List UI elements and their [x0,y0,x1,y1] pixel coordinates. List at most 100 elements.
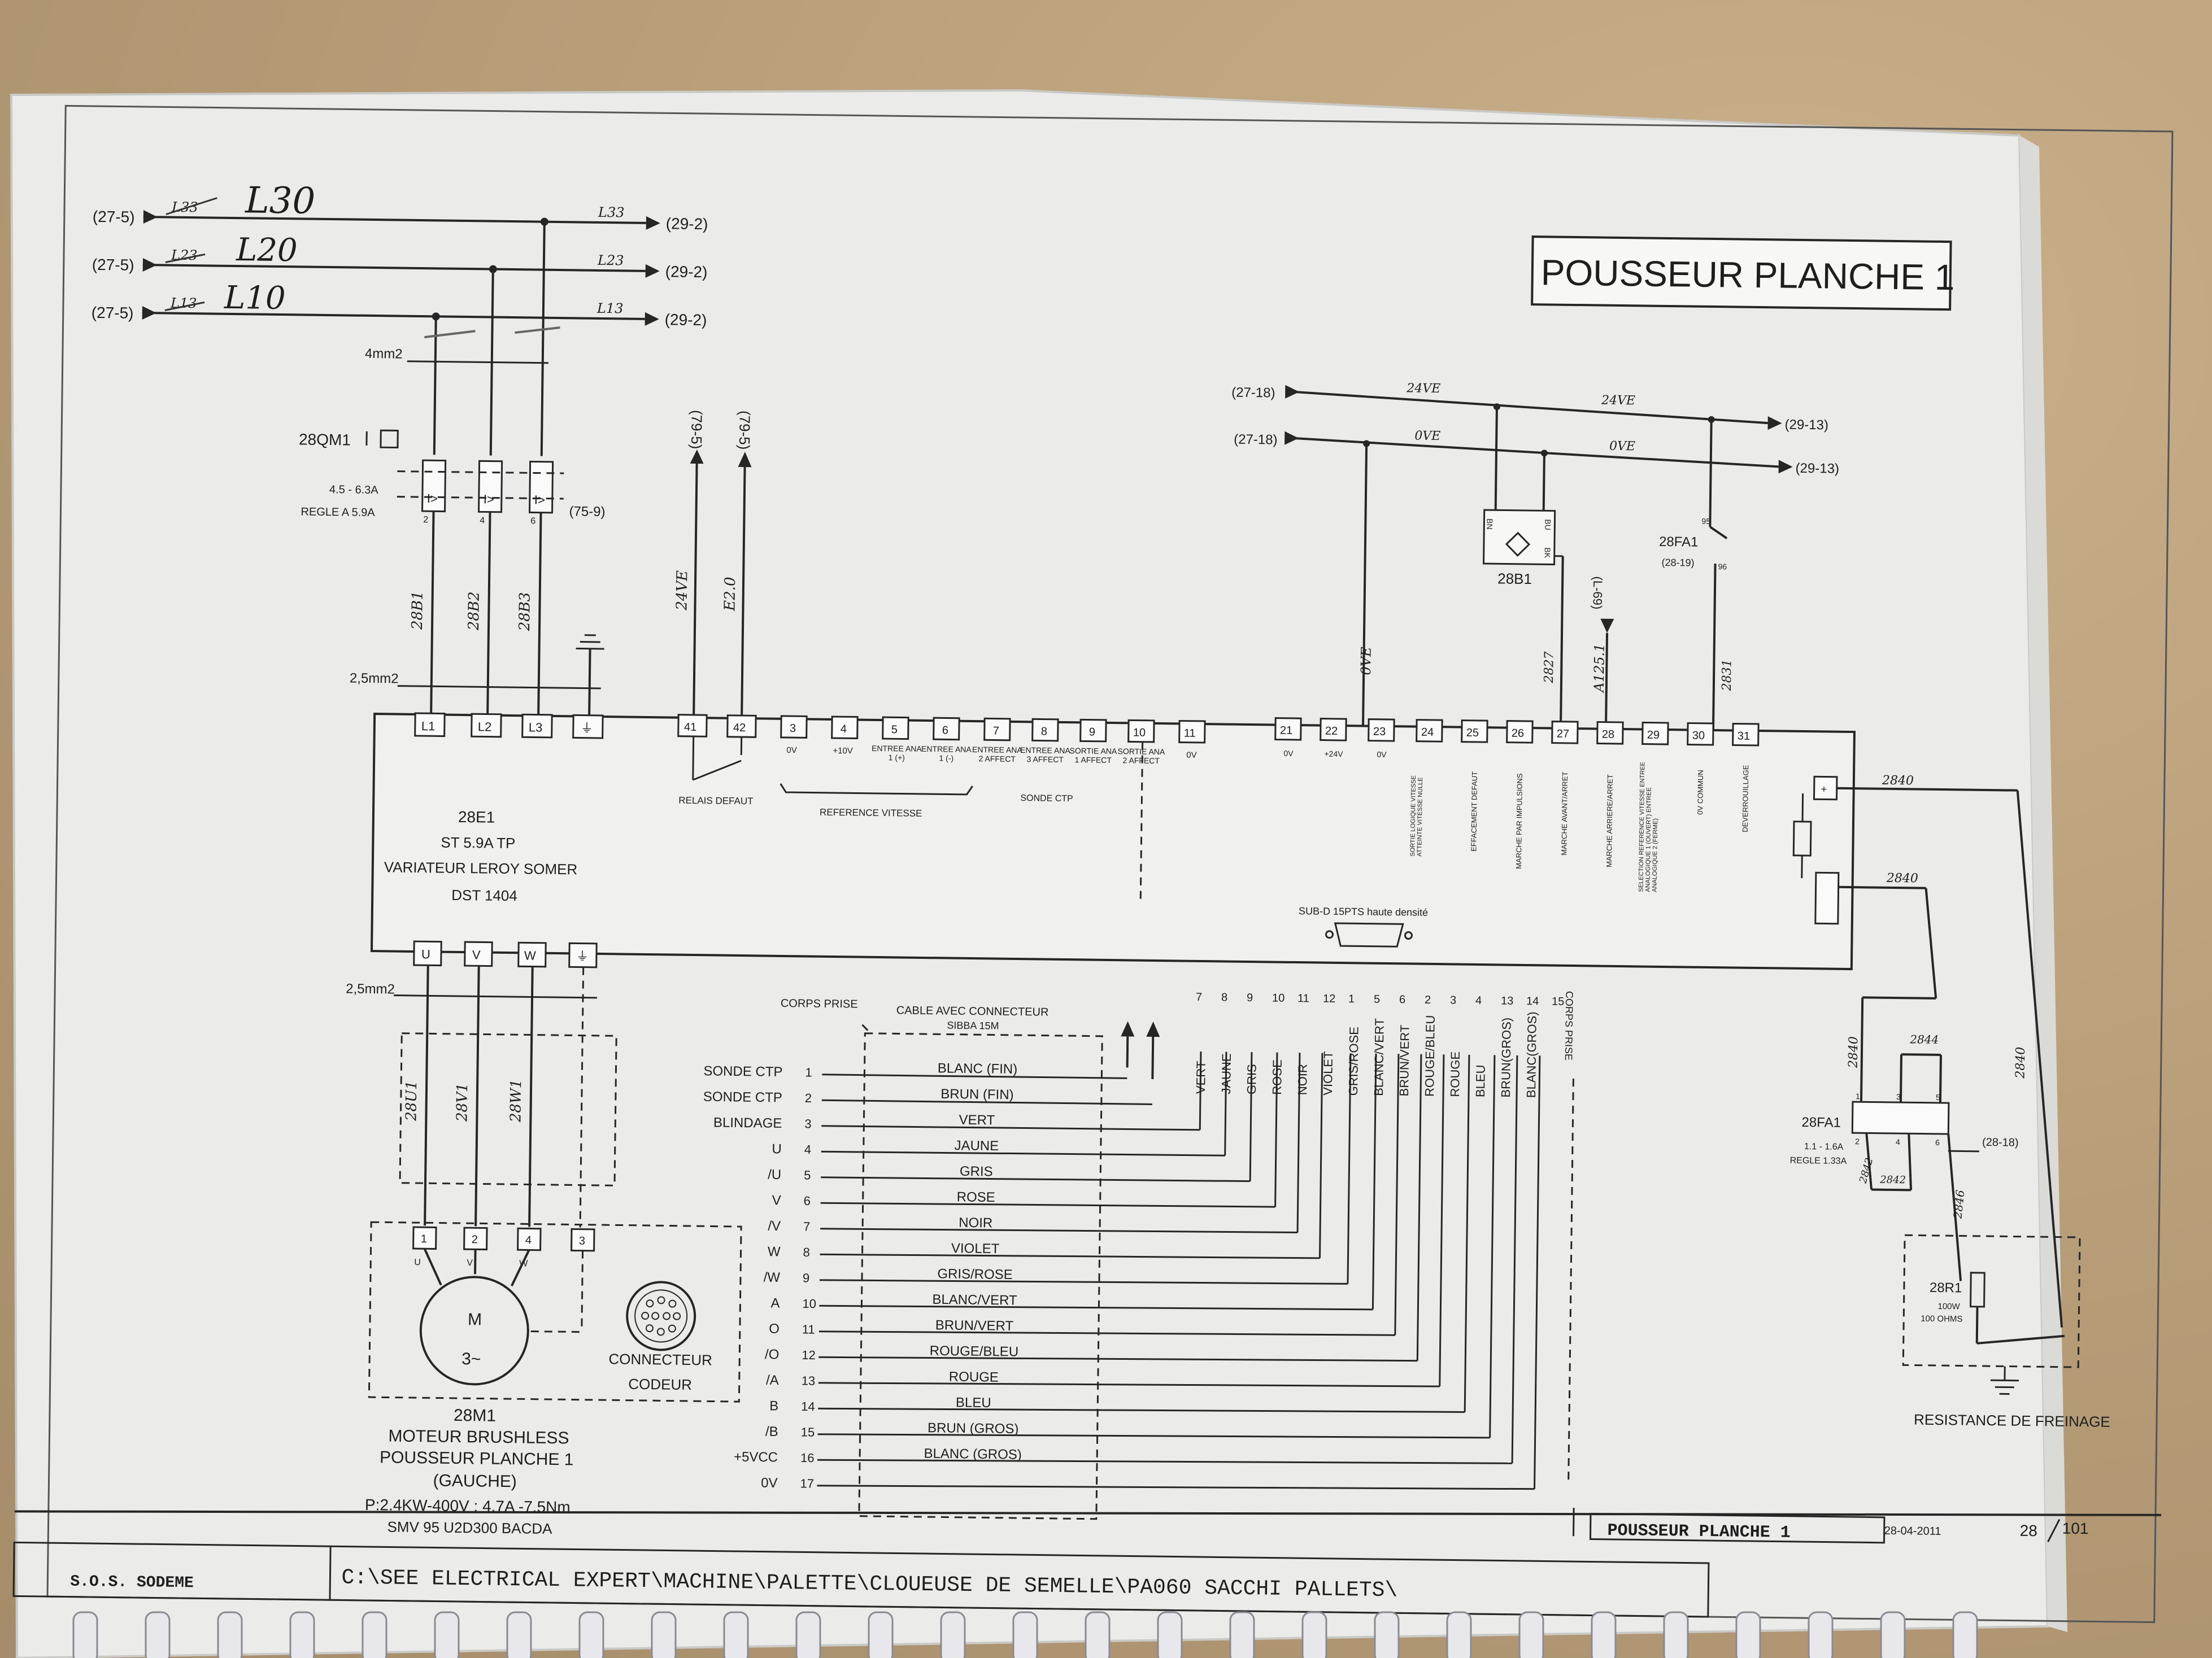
supply2-from: (27-18) [1234,432,1278,448]
motor-phase-v: V [467,1258,473,1268]
relay-label: RELAIS DEFAUT [678,795,753,807]
title-box [1531,235,1952,311]
brake-wire-8: 2846 [1950,1189,1967,1220]
binder-ring [1880,1611,1906,1658]
sub-pin: 9 [1247,992,1253,1004]
term-24: 24 [1421,726,1434,739]
cable-wire-riser [1534,1055,1541,1489]
term-23-desc: 0V [1377,750,1387,759]
drive-name: 28E1 [458,808,495,826]
line3-label: L13 [596,300,624,317]
cable-signal: /U [768,1167,781,1183]
cable-wire [817,1459,1513,1464]
cable-wire [817,1485,1535,1490]
drive-out-pe: ⏚ [576,949,589,963]
cable-pin: 13 [802,1373,816,1388]
cable-color: NOIR [959,1215,992,1231]
sub-pin: 2 [1425,994,1431,1006]
breaker-contact-2: 2 [423,515,428,525]
term-7: 7 [993,725,999,737]
drive-out-w: W [524,948,536,962]
line2-handwritten: L20 [236,232,298,269]
sub-color: ROUGE/BLEU [1422,1015,1438,1097]
line3-to: (29-2) [665,311,707,329]
wire-2827: 2827 [1542,651,1557,683]
motor-wiring: 2,5mm2 28U1 28V1 28W1 1 2 4 3 U V W [346,965,742,1537]
cable-wire [821,1099,1152,1105]
svg-text:I>: I> [534,493,545,507]
control-down-wire: E2.0 [721,577,739,612]
cable-wire [819,1279,1348,1285]
drive-28E1: L1 L2 L3 ⏚ 41 42 3 4 5 6 7 8 9 10 11 0V … [370,712,1856,971]
cable-wire [820,1228,1298,1234]
brake-fa1-setting: REGLE 1.33A [1790,1156,1847,1166]
binder-ring [723,1611,749,1658]
binder-ring [1301,1611,1327,1658]
supply1-label-a: 24VE [1406,381,1440,396]
cable-wire [821,1125,1200,1131]
wire-0ve: 0VE [1358,647,1374,675]
term-3-desc: 0V [786,745,797,755]
footer-company: S.O.S. SODEME [70,1573,194,1592]
brake-fa1-pin-5: 5 [1936,1093,1940,1102]
cable-wire-riser [1224,1051,1227,1156]
supply1-label-b: 24VE [1601,394,1635,408]
term-28: 28 [1602,728,1615,741]
binder-ring [72,1611,98,1658]
term-4-desc: +10V [833,746,853,756]
binder-ring [1446,1611,1472,1658]
sub-color: BLEU [1473,1064,1488,1097]
cable-wire-riser [1371,1053,1377,1310]
breaker-rating: 4.5 - 6.3A [329,483,379,496]
term-41: 41 [684,721,697,734]
cable-signal: /A [766,1373,779,1388]
term-11-desc: 0V [1186,751,1197,760]
cable-signal: W [768,1244,781,1259]
term-26: 26 [1512,727,1525,740]
line1-handwritten: L30 [245,180,316,222]
sub-pin: 6 [1399,993,1405,1006]
sub-color: VIOLET [1321,1051,1335,1096]
binder-ring [362,1611,387,1658]
svg-text:+: + [1821,783,1827,795]
term-3: 3 [790,722,796,735]
brake-fa1-pin-6: 6 [1935,1138,1940,1147]
breaker-contact-6: 6 [530,516,535,526]
sub-color: NOIR [1295,1064,1310,1095]
cable-color: VERT [959,1112,995,1128]
cable-color: GRIS/ROSE [937,1266,1013,1282]
motor-term-3: 3 [579,1235,585,1247]
wire-28B1: 28B1 [409,591,426,630]
sub-pin: 1 [1348,993,1355,1005]
cable-pin: 8 [803,1245,810,1259]
drive-ref: DST 1404 [451,887,517,904]
cable-wire [820,1202,1275,1208]
term-27: 27 [1557,728,1570,740]
wire-28W1: 28W1 [507,1079,525,1123]
term-30: 30 [1692,730,1705,742]
cable-color: GRIS [960,1164,993,1180]
ctrl-desc-1: 0V +10V ENTREE ANA 1 (+) ENTREE ANA 1 (-… [786,744,1197,765]
cable-wire-riser [1199,1051,1202,1130]
binder-ring [506,1611,532,1658]
drive-outline [370,713,1856,971]
binder-ring [1085,1611,1111,1658]
motor-name: 28M1 [454,1406,496,1425]
cable-color: BLANC/VERT [932,1292,1017,1308]
motor-desc2: POUSSEUR PLANCHE 1 [380,1448,574,1469]
fa1-name: 28FA1 [1659,534,1699,550]
section-out: 2,5mm2 [346,981,395,997]
cable-wire-riser [1274,1052,1278,1207]
sub-color: GRIS/ROSE [1346,1027,1361,1096]
wire-28U1: 28U1 [403,1080,420,1122]
motor-term-4: 4 [525,1234,532,1246]
line2-to: (29-2) [665,263,708,281]
brake-wire-1: 2840 [1882,774,1914,788]
cable-wire-riser [1489,1055,1496,1438]
term-25: 25 [1466,727,1479,739]
cable-wire-riser [1416,1054,1422,1361]
line2-label: L23 [597,252,624,269]
sub-pin: 12 [1323,993,1336,1005]
drive-term-l3: L3 [529,720,543,734]
term-21: 21 [1280,725,1293,737]
